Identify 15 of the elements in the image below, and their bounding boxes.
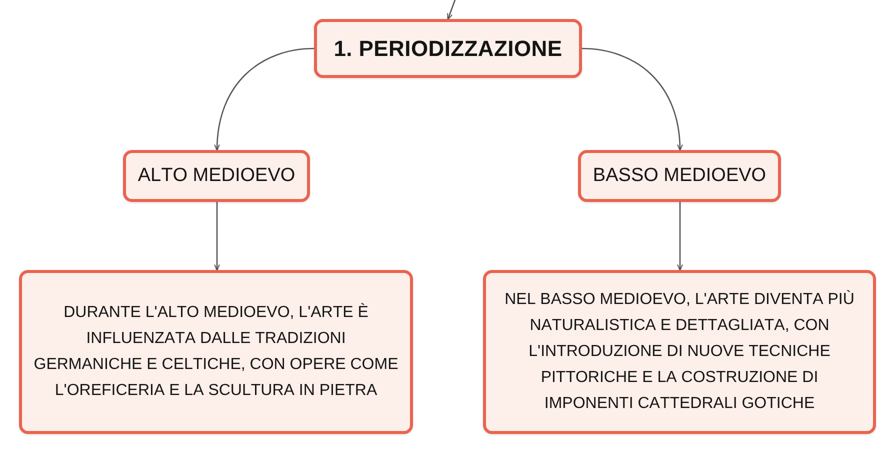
node-label: BASSO MEDIOEVO [592,165,766,187]
node-label: DURANTE L'ALTO MEDIOEVO, L'ARTE È INFLUENZATA DALLE TRADIZIONI GERMANICHE E CELTICHE, CON OPERE COME L'OREFICERIA E LA SCULTURA IN PIETRA [33,302,399,401]
description-box [483,270,876,434]
connector-arrow [447,0,456,20]
node-label: ALTO MEDIOEVO [138,165,296,187]
connector-arrow [677,202,683,272]
description-box [19,270,413,434]
node-label: 1. PERIODIZZAZIONE [334,36,562,62]
subtopic-box [578,150,781,202]
node-label: NEL BASSO MEDIOEVO, L'ARTE DIVENTA PIÙ NATURALISTICA E DETTAGLIATA, CON L'INTRODUZIONE DI NUOVE TECNICHE PITTORICHE E LA COSTRUZIONE DI IMPONENTI CATTEDRALI GOTICHE [504,289,856,414]
connector-arrow [214,48,314,152]
connector-arrow [582,48,683,152]
topic-box [314,19,582,78]
subtopic-box [123,150,310,202]
connector-arrow [214,202,220,272]
